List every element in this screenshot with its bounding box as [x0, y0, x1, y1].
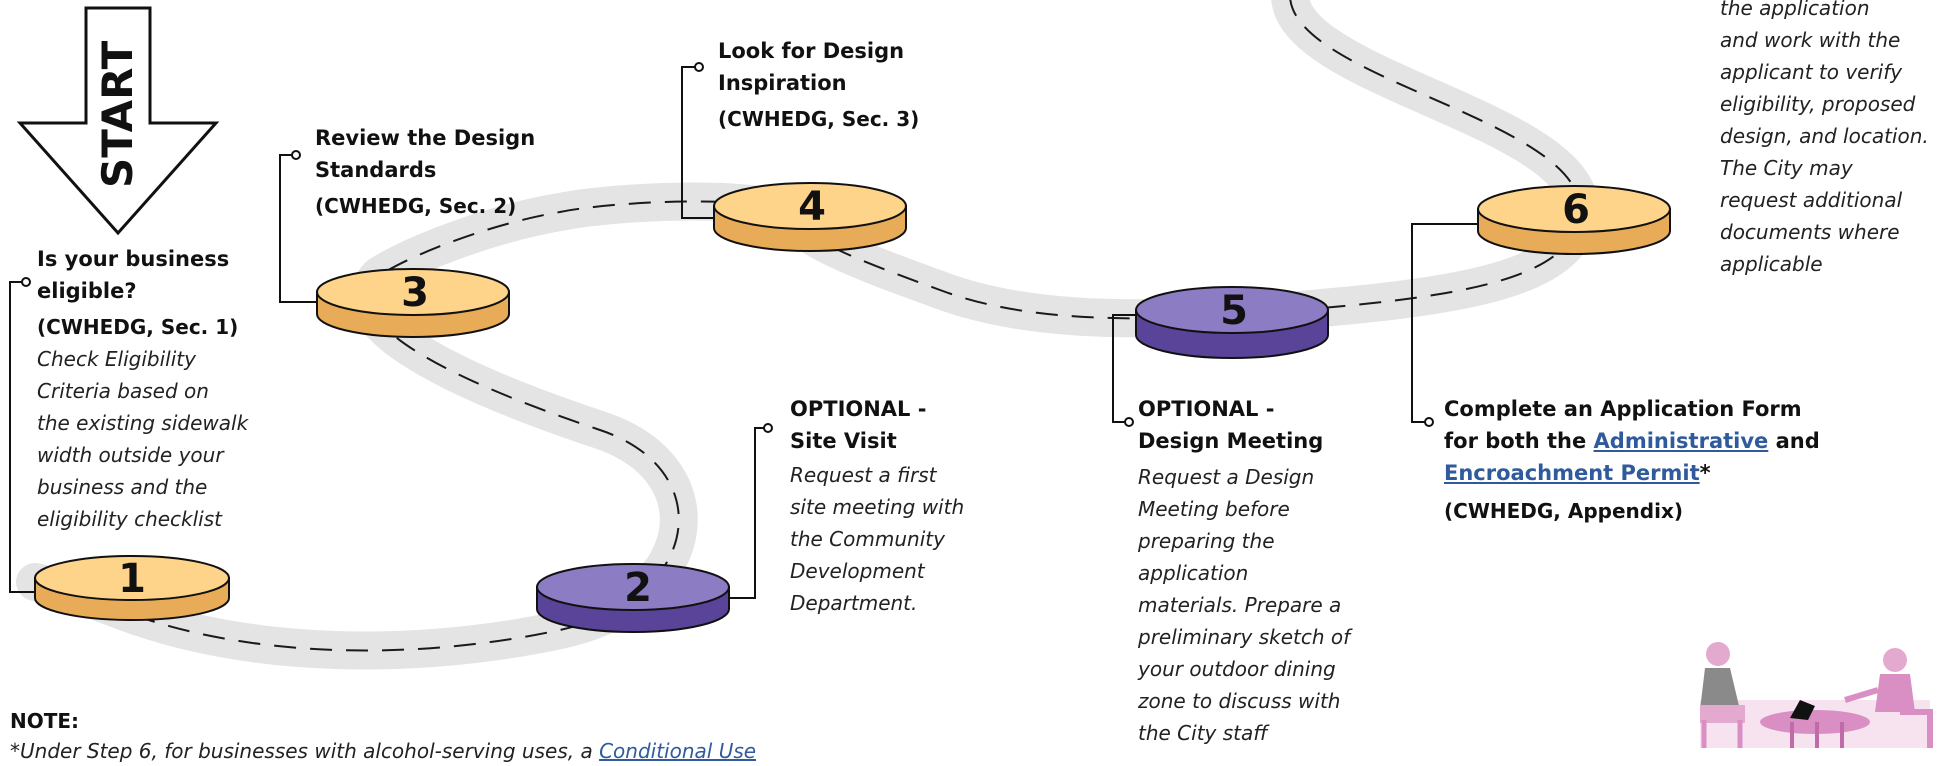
step-6-disc: 6 — [1477, 185, 1671, 255]
step-2-desc: Request a first site meeting with the Co… — [790, 463, 965, 615]
step-3-disc: 3 — [316, 268, 510, 338]
step-3-text: Review the Design Standards (CWHEDG, Sec… — [315, 122, 575, 222]
step-3-title: Review the Design Standards — [315, 126, 536, 182]
step-2-disc: 2 — [536, 563, 730, 633]
step-1-desc: Check Eligibility Criteria based on the … — [37, 347, 249, 531]
step-3-number: 3 — [401, 270, 429, 316]
step-4-text: Look for Design Inspiration (CWHEDG, Sec… — [718, 35, 978, 135]
note-block: NOTE: *Under Step 6, for businesses with… — [10, 706, 910, 766]
start-arrow-icon: START — [16, 6, 220, 236]
step-1-number: 1 — [118, 556, 146, 602]
step-1-title: Is your business eligible? — [37, 247, 230, 303]
step-6-asterisk: * — [1699, 461, 1711, 485]
step-4-number: 4 — [798, 184, 826, 230]
step-5-text: OPTIONAL - Design Meeting Request a Desi… — [1138, 393, 1378, 749]
step-5-disc: 5 — [1135, 286, 1329, 359]
step-6-ref: (CWHEDG, Appendix) — [1444, 499, 1683, 523]
step-5-title: OPTIONAL - Design Meeting — [1138, 397, 1324, 453]
step-2-text: OPTIONAL - Site Visit Request a first si… — [790, 393, 1010, 619]
step-5-number: 5 — [1220, 288, 1248, 334]
step-6-title-and: and — [1768, 429, 1820, 453]
note-text: *Under Step 6, for businesses with alcoh… — [10, 736, 910, 766]
roadmap-diagram: 1 2 3 4 5 6 START — [9, 0, 1933, 748]
step-2-title: OPTIONAL - Site Visit — [790, 397, 927, 453]
step-3-ref: (CWHEDG, Sec. 2) — [315, 194, 517, 218]
step-4-title: Look for Design Inspiration — [718, 39, 905, 95]
conditional-use-link[interactable]: Conditional Use — [599, 739, 757, 763]
step-4-ref: (CWHEDG, Sec. 3) — [718, 107, 920, 131]
step-6-desc-block: the application and work with the applic… — [1720, 0, 1945, 280]
step-4-disc: 4 — [713, 182, 907, 252]
encroachment-permit-link[interactable]: Encroachment Permit — [1444, 461, 1700, 485]
step-6-title-text: Complete an Application Form for both th… — [1444, 397, 1802, 453]
step-6-text: Complete an Application Form for both th… — [1444, 393, 1844, 527]
step-2-number: 2 — [624, 565, 652, 611]
note-body: *Under Step 6, for businesses with alcoh… — [10, 739, 600, 763]
step-6-desc: the application and work with the applic… — [1720, 0, 1929, 276]
connector-lines — [9, 62, 1482, 599]
step-1-text: Is your business eligible? (CWHEDG, Sec.… — [37, 243, 287, 535]
administrative-link[interactable]: Administrative — [1593, 429, 1769, 453]
step-6-number: 6 — [1562, 187, 1590, 233]
step-5-desc: Request a Design Meeting before preparin… — [1138, 465, 1351, 745]
step-1-disc: 1 — [34, 555, 230, 621]
step-6-title: Complete an Application Form for both th… — [1444, 393, 1844, 489]
step-1-ref: (CWHEDG, Sec. 1) — [37, 315, 239, 339]
note-label: NOTE: — [10, 709, 80, 733]
road-dashes — [34, 0, 1582, 652]
outdoor-dining-illustration-icon — [1700, 642, 1933, 748]
start-label: START — [93, 40, 142, 188]
